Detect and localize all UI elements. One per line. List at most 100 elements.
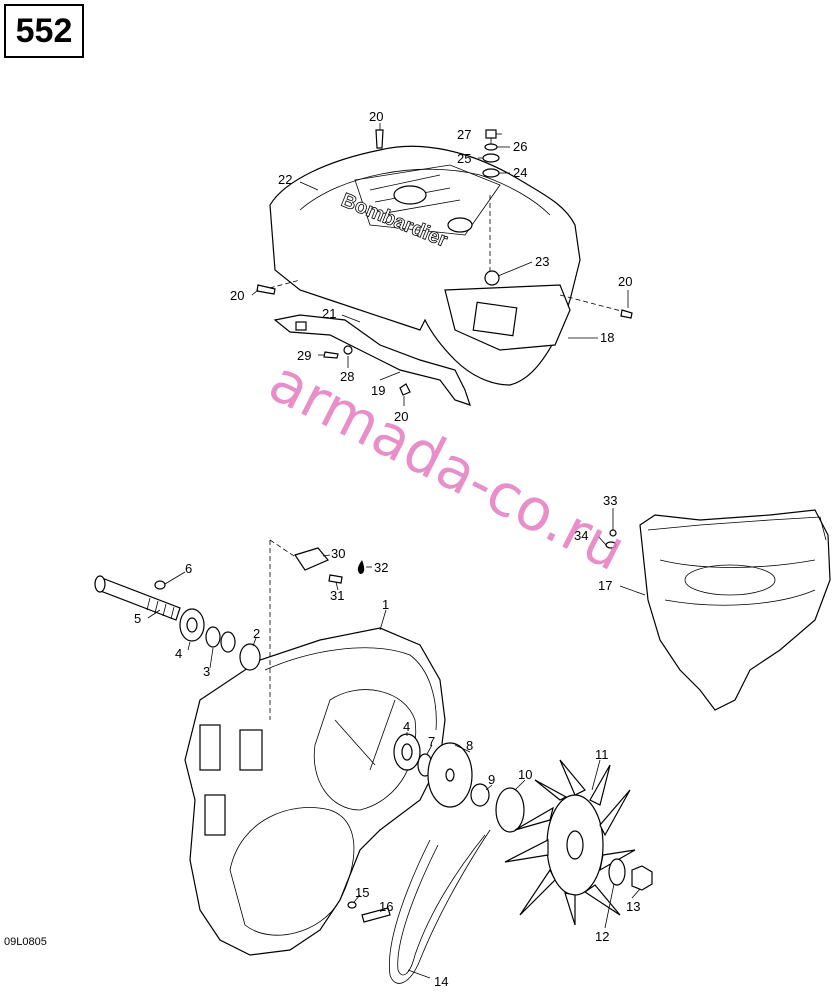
fan-11 [504,759,636,926]
leader [631,888,641,899]
engine-cover [269,145,581,386]
leader [379,907,386,913]
leader-lines [147,123,646,979]
pulley-half-8-hub [445,768,455,782]
washer-12 [608,858,626,886]
callout-27: 27 [457,127,471,142]
shaft-5-knurl [146,597,175,620]
intake-housing-body [639,509,831,711]
engine-cover-assembly: Bombardier [256,129,633,406]
intake-fan-shroud [684,564,776,596]
cover-boss [447,217,473,233]
intake-housing-rim [647,516,827,541]
assembly-guide-line [559,294,626,313]
bolt-27 [485,129,497,139]
callout-9: 9 [488,772,495,787]
callout-14: 14 [434,974,448,989]
page-number: 552 [15,11,73,50]
cover-grille-slot [369,174,441,191]
leader [147,609,161,619]
leader [335,581,339,591]
ring-3-b [220,631,236,653]
leader [597,535,607,546]
cover-duct-window [472,301,518,337]
fan-housing-spoke [334,719,376,766]
washer-24 [482,168,500,178]
callout-31: 31 [330,588,344,603]
callout-11: 11 [595,747,609,762]
nut-9 [470,783,490,807]
intake-housing-inner [659,559,816,606]
screw-20-right [620,309,633,319]
leader [379,609,387,631]
bearing-4-right-inner [401,743,413,761]
shaft-assembly [94,547,365,671]
fan-blade [589,764,611,806]
callout-2: 2 [253,626,260,641]
callout-labels: 20 22 27 26 25 24 23 20 20 21 18 29 28 1… [134,109,640,989]
callout-20: 20 [369,109,383,124]
fan-housing [184,627,446,956]
callout-26: 26 [513,139,527,154]
callout-21: 21 [322,306,336,321]
fan-housing-spoke [369,699,396,771]
callout-7: 7 [428,734,435,749]
drawing-reference-code: 09L0805 [4,936,47,948]
fan-housing-lower-ring [229,807,355,936]
assembly-guide-line [269,539,301,561]
screw-20-bottom [399,383,411,396]
fan-hub-center [566,830,584,860]
screw-20-top [375,129,384,149]
leader [322,554,331,557]
leader [591,759,601,791]
callout-4: 4 [403,719,410,734]
callout-6: 6 [185,561,192,576]
leader [187,641,191,651]
leader [604,883,615,929]
leader [353,894,361,903]
callout-19: 19 [371,383,385,398]
fan-blade [519,868,556,916]
callout-33: 33 [603,493,617,508]
callout-18: 18 [600,330,614,345]
callout-32: 32 [374,560,388,575]
page-number-box: 552 [4,4,84,58]
fan-blade [583,884,621,916]
air-intake-housing [605,509,831,711]
fan-housing-assembly [184,539,446,956]
fan-blade [599,789,631,837]
callout-3: 3 [203,664,210,679]
leader [379,371,401,381]
callout-4: 4 [175,646,182,661]
callout-20: 20 [618,274,632,289]
fan-blade [559,759,586,796]
housing-mount-tab [204,794,226,836]
leader [251,289,259,296]
callout-20: 20 [230,288,244,303]
callout-16: 16 [379,899,393,914]
clip-30 [294,547,329,571]
cover-grille [354,164,501,236]
callout-10: 10 [518,767,532,782]
shaft-5-end [94,575,106,593]
leader [299,181,319,191]
callout-1: 1 [382,597,389,612]
screw-31 [328,574,343,584]
fan-blade [504,839,549,863]
stud-16 [361,907,391,923]
callout-20: 20 [394,409,408,424]
callout-25: 25 [457,151,471,166]
washer-25 [482,153,500,163]
callout-24: 24 [513,165,527,180]
leader [341,314,361,323]
cover-grille-slot [379,199,461,215]
callout-8: 8 [466,738,473,753]
ring-3-a [205,626,221,648]
cover-bracket [273,314,471,406]
callout-22: 22 [278,172,292,187]
leader [514,779,526,791]
screw-20-left [256,284,276,295]
callout-17: 17 [598,578,612,593]
fan-blade [564,892,576,926]
